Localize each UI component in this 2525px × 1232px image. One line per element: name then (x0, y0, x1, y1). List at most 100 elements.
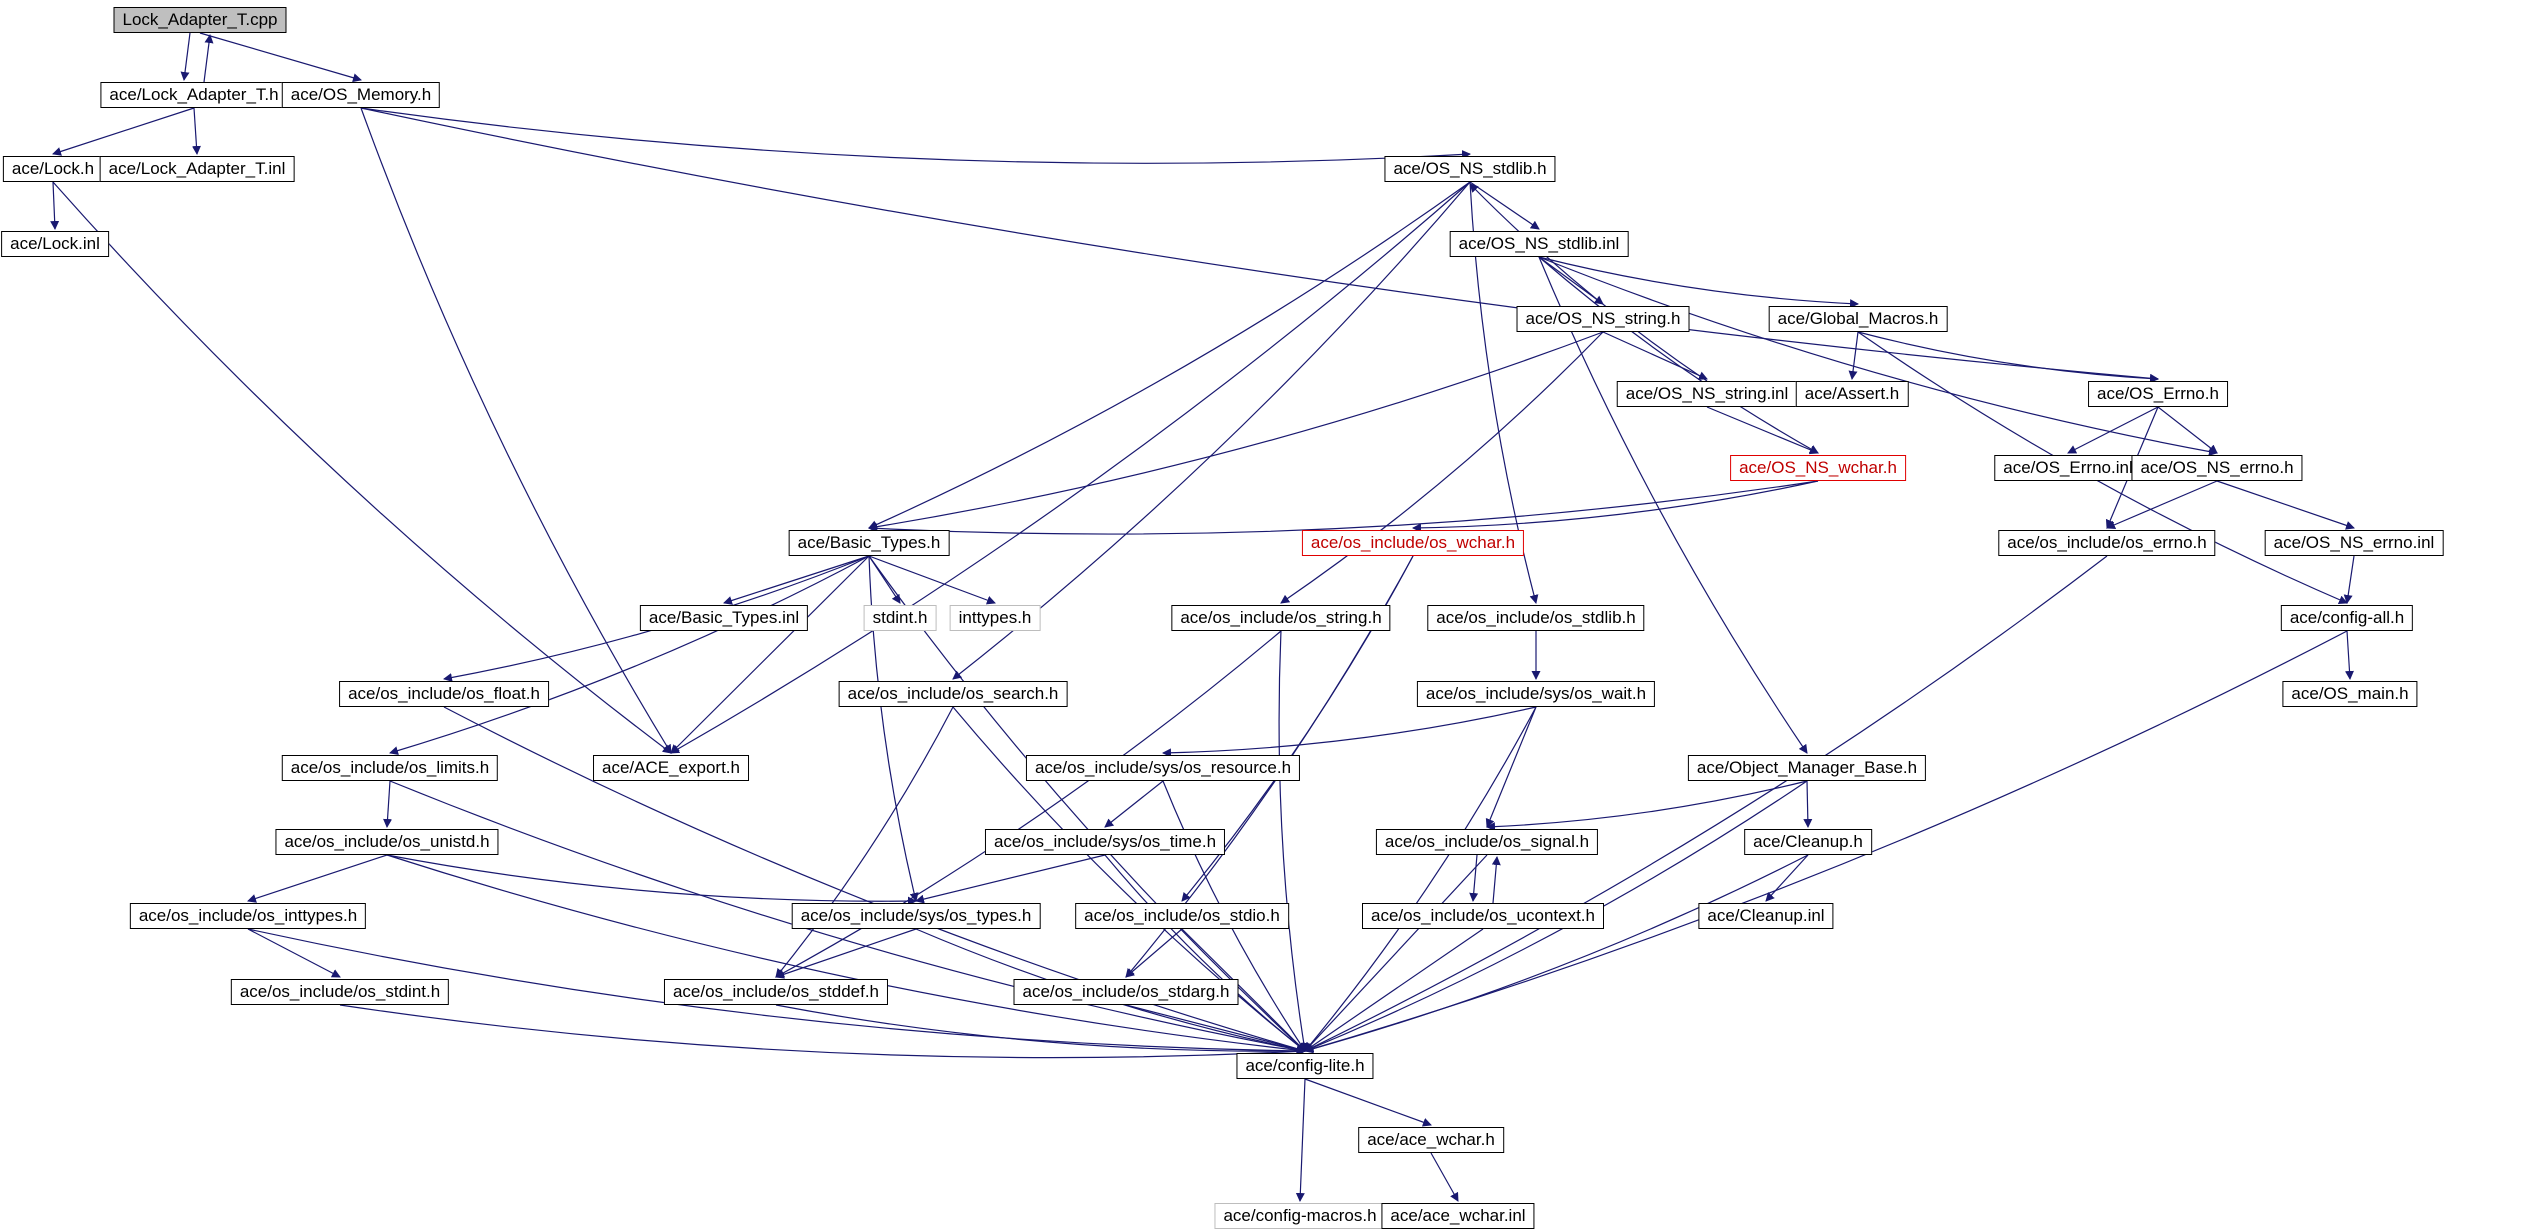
include-edge (1491, 856, 1501, 904)
include-edge (1304, 630, 2348, 1054)
include-edge (868, 480, 1819, 535)
include-edge (1602, 331, 1708, 380)
graph-node[interactable]: ace/Lock.inl (1, 231, 109, 257)
graph-node[interactable]: ace/os_include/sys/os_types.h (791, 903, 1041, 929)
include-edge (383, 780, 393, 828)
graph-node: ace/config-macros.h (1214, 1203, 1386, 1229)
include-edge (2216, 480, 2355, 530)
include-edge (1125, 928, 1183, 978)
include-edge (1538, 256, 1819, 454)
graph-node[interactable]: ace/os_include/os_inttypes.h (129, 903, 367, 929)
graph-node[interactable]: ace/Lock_Adapter_T.h (100, 82, 288, 108)
include-edge (1304, 854, 1488, 1052)
graph-node[interactable]: ace/OS_Errno.h (2088, 381, 2228, 407)
include-edge (180, 32, 191, 81)
include-edge (868, 331, 1604, 532)
graph-node[interactable]: ace/OS_NS_wchar.h (1730, 455, 1906, 481)
graph-node[interactable]: ace/os_include/os_stdarg.h (1013, 979, 1239, 1005)
include-edge (1104, 854, 1306, 1052)
graph-node[interactable]: ace/os_include/os_float.h (339, 681, 549, 707)
graph-node[interactable]: ace/os_include/os_errno.h (1998, 530, 2216, 556)
include-edge (386, 854, 917, 906)
include-edge (1304, 854, 1809, 1054)
graph-node[interactable]: ace/os_include/os_wchar.h (1301, 530, 1525, 556)
include-edge (2345, 630, 2354, 680)
include-edge (2106, 480, 2218, 529)
include-edge (723, 555, 870, 605)
include-edge (2067, 406, 2159, 454)
include-edge (443, 706, 1306, 1054)
graph-node[interactable]: ace/Object_Manager_Base.h (1687, 755, 1927, 781)
graph-node[interactable]: ace/ace_wchar.h (1358, 1127, 1504, 1153)
graph-node[interactable]: ace/os_include/os_stdlib.h (1427, 605, 1645, 631)
graph-node[interactable]: ace/Lock.h (2, 156, 104, 182)
graph-node[interactable]: ace/os_include/sys/os_wait.h (1416, 681, 1656, 707)
graph-node[interactable]: ace/os_include/os_signal.h (1375, 829, 1599, 855)
graph-node[interactable]: ace/Basic_Types.h (788, 530, 950, 556)
include-edge (1706, 406, 1819, 455)
graph-node[interactable]: ace/OS_main.h (2282, 681, 2418, 707)
graph-node[interactable]: ace/ace_wchar.inl (1381, 1203, 1535, 1229)
graph-node[interactable]: ace/os_include/os_stddef.h (663, 979, 889, 1005)
graph-node[interactable]: ace/os_include/os_search.h (838, 681, 1068, 707)
graph-node[interactable]: ace/Global_Macros.h (1768, 306, 1948, 332)
graph-node[interactable]: ace/Cleanup.h (1744, 829, 1872, 855)
include-edge (2157, 406, 2218, 454)
include-edge (1469, 181, 1540, 230)
include-edge (386, 854, 1306, 1055)
graph-node[interactable]: ace/os_include/os_ucontext.h (1362, 903, 1604, 929)
graph-node[interactable]: ace/Lock_Adapter_T.inl (99, 156, 295, 182)
graph-node[interactable]: ace/OS_NS_stdlib.inl (1449, 231, 1629, 257)
include-edge (670, 181, 1471, 754)
include-edge (389, 555, 870, 756)
graph-node[interactable]: ace/config-all.h (2280, 605, 2414, 631)
graph-node[interactable]: ace/OS_Memory.h (281, 82, 441, 108)
graph-node[interactable]: ace/OS_NS_string.inl (1616, 381, 1798, 407)
include-edge (2343, 555, 2355, 604)
graph-node: stdint.h (863, 605, 937, 631)
include-edge (1848, 331, 1859, 380)
include-edge (1803, 780, 1813, 828)
include-edge (775, 706, 954, 978)
graph-node[interactable]: ace/os_include/sys/os_resource.h (1025, 755, 1301, 781)
include-edge (360, 107, 2159, 383)
graph-node[interactable]: ace/os_include/os_stdio.h (1075, 903, 1289, 929)
include-edge (1485, 706, 1537, 828)
graph-node[interactable]: ace/OS_Errno.inl (1994, 455, 2142, 481)
include-edge (1765, 854, 1809, 902)
include-edge (389, 780, 1306, 1054)
include-edge (191, 107, 201, 155)
include-edge (1430, 1152, 1459, 1202)
include-edge (1857, 331, 2159, 384)
graph-node[interactable]: ace/os_include/sys/os_time.h (984, 829, 1226, 855)
graph-node[interactable]: ace/os_include/os_stdint.h (230, 979, 450, 1005)
graph-node[interactable]: ace/config-lite.h (1236, 1053, 1374, 1079)
include-edge (1538, 256, 2218, 456)
include-edge (915, 854, 1106, 904)
graph-node[interactable]: ace/Basic_Types.inl (639, 605, 809, 631)
include-edge (1412, 480, 1819, 533)
graph-node[interactable]: ace/os_include/os_limits.h (281, 755, 499, 781)
include-edge (1469, 854, 1479, 902)
graph-node[interactable]: ace/Assert.h (1795, 381, 1909, 407)
graph-node[interactable]: ace/Cleanup.inl (1698, 903, 1834, 929)
graph-node[interactable]: ace/OS_NS_errno.h (2131, 455, 2303, 481)
graph-node[interactable]: ace/OS_NS_string.h (1516, 306, 1690, 332)
include-edge (360, 107, 1471, 164)
graph-node[interactable]: ace/ACE_export.h (593, 755, 749, 781)
graph-node[interactable]: ace/OS_NS_errno.inl (2264, 530, 2444, 556)
include-edge (1278, 630, 1309, 1052)
graph-node[interactable]: ace/os_include/os_unistd.h (275, 829, 499, 855)
include-edge (952, 706, 1306, 1052)
graph-node[interactable]: ace/OS_NS_stdlib.h (1384, 156, 1556, 182)
graph-node[interactable]: ace/os_include/os_string.h (1171, 605, 1391, 631)
graph-node[interactable]: Lock_Adapter_T.cpp (113, 7, 287, 33)
include-edge (775, 1004, 1306, 1056)
include-edge (50, 181, 60, 230)
include-edge (1304, 928, 1484, 1052)
include-edge (868, 555, 996, 605)
include-edge (1304, 1078, 1432, 1127)
include-edge (1304, 555, 2108, 1052)
include-edge (339, 1004, 1306, 1059)
include-edge (1104, 780, 1164, 828)
